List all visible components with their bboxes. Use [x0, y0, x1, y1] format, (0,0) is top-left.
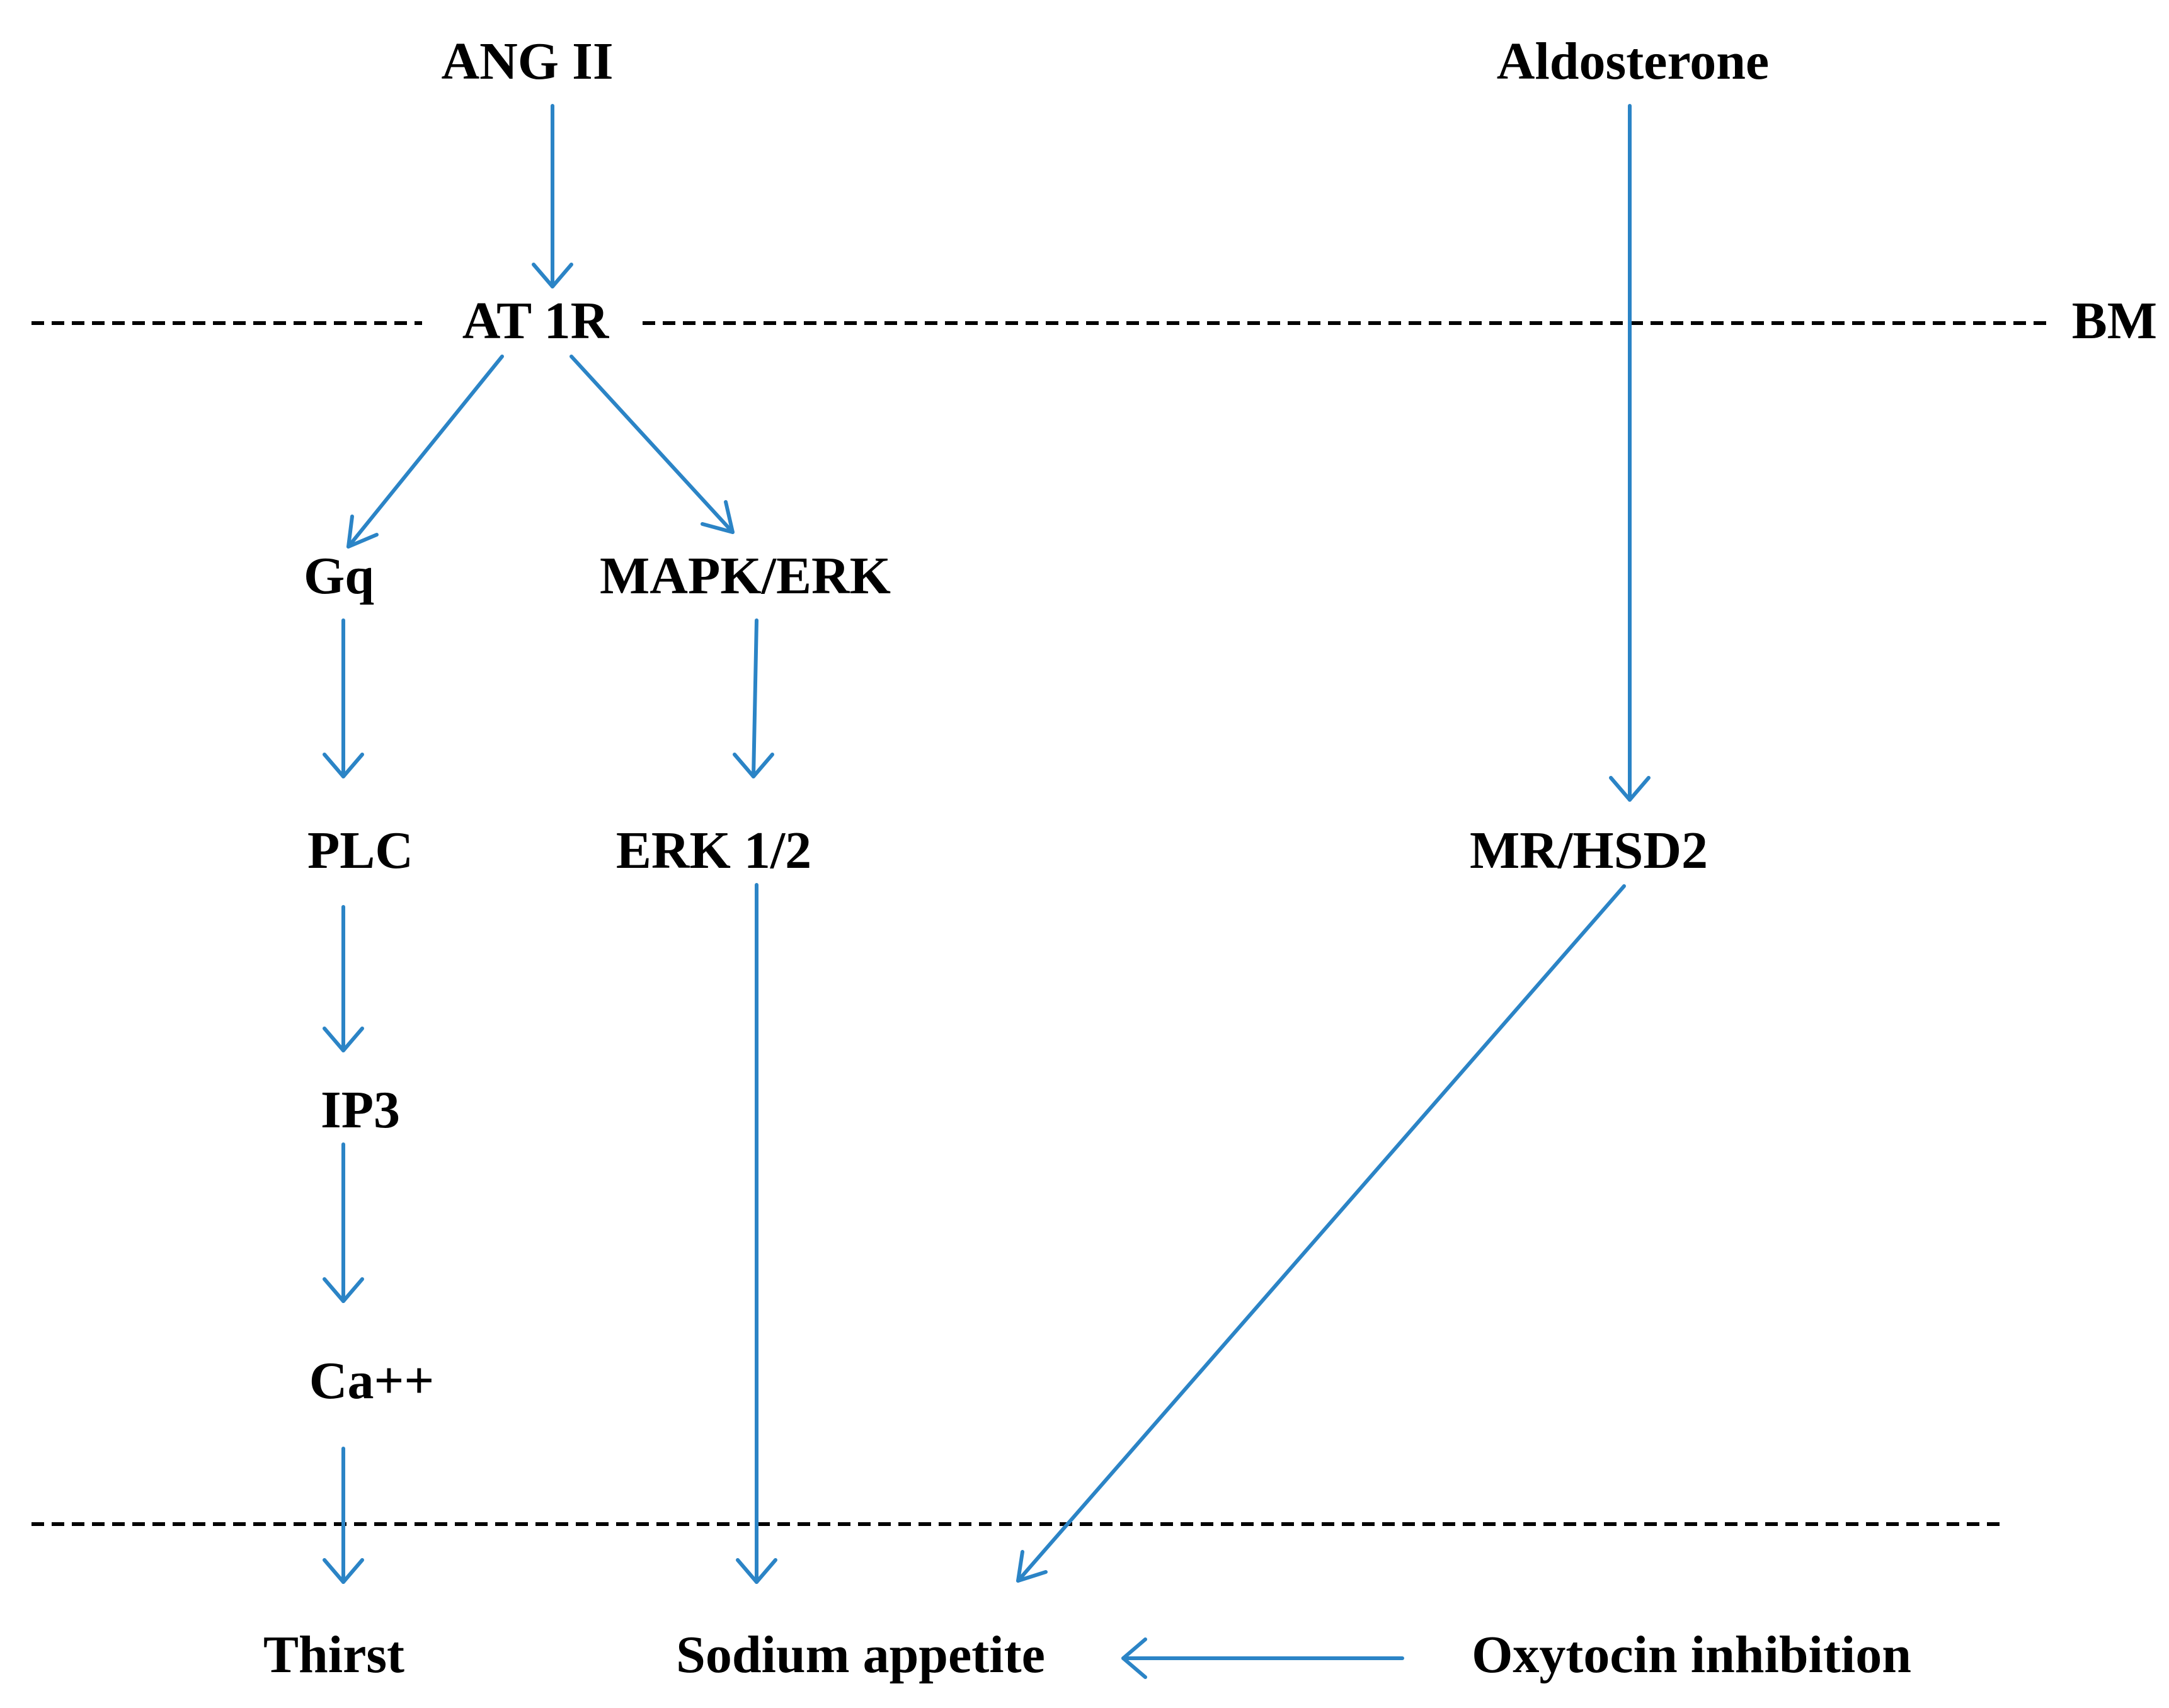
node-bm: BM: [2072, 292, 2157, 350]
node-gq: Gq: [304, 547, 374, 605]
node-oxytocin-inhibition: Oxytocin inhibition: [1472, 1625, 1911, 1684]
node-plc: PLC: [307, 821, 413, 880]
arrow-oxytocin-to-sodium-appetite: [1121, 1637, 1404, 1679]
node-mapk-erk: MAPK/ERK: [600, 547, 891, 605]
arrow-aldosterone-to-mrhsd2: [1609, 104, 1651, 802]
node-mr-hsd2: MR/HSD2: [1470, 821, 1708, 880]
node-thirst: Thirst: [263, 1625, 404, 1684]
arrow-mrhsd2-to-sodium-appetite: [1016, 884, 1626, 1583]
node-ang-ii: ANG II: [441, 32, 613, 91]
node-ca: Ca++: [309, 1352, 434, 1410]
node-aldosterone: Aldosterone: [1497, 32, 1769, 91]
node-sodium-appetite: Sodium appetite: [676, 1625, 1045, 1684]
node-ip3: IP3: [321, 1081, 400, 1139]
arrow-at1r-to-gq: [346, 355, 504, 549]
node-at1r: AT 1R: [462, 292, 610, 350]
node-erk12: ERK 1/2: [616, 821, 811, 880]
arrow-mapkerk-to-erk12: [733, 618, 774, 778]
arrow-gq-to-plc: [323, 618, 364, 778]
arrow-angii-to-at1r: [532, 104, 573, 288]
arrow-ip3-to-ca: [323, 1142, 364, 1303]
arrow-ca-to-thirst: [323, 1447, 364, 1584]
arrow-at1r-to-mapkerk: [569, 355, 735, 534]
arrow-erk12-to-sodium-appetite: [736, 883, 777, 1584]
arrow-plc-to-ip3: [323, 905, 364, 1052]
